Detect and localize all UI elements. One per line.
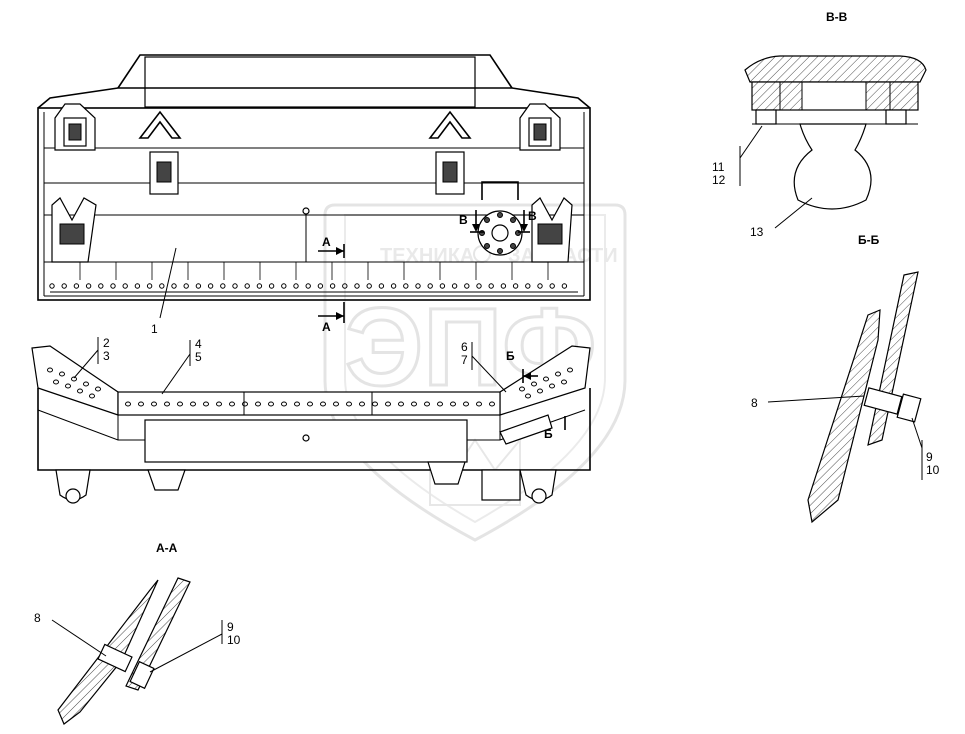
corner-bracket-right: [519, 103, 561, 151]
cutting-edge-bolts: [49, 262, 568, 289]
callout-label-4: 4: [195, 337, 202, 351]
callout-2-3: 2 3: [73, 336, 110, 379]
callout-label-9-aa: 9: [227, 620, 234, 634]
section-mark-b-lower: Б: [544, 427, 553, 441]
section-bbb: Б-Б 8 9 10: [751, 233, 940, 524]
watermark-brand: ТЕХНИКА: [380, 245, 474, 267]
callout-label-8-aa: 8: [34, 611, 41, 625]
section-title-vv: В-В: [826, 10, 848, 24]
section-mark-a-lower: А: [322, 320, 331, 334]
callout-label-7: 7: [461, 353, 468, 367]
plan-bolt-holes: [47, 367, 573, 407]
callout-label-2: 2: [103, 336, 110, 350]
section-a-upper: А: [318, 235, 345, 258]
callout-1: 1: [151, 247, 177, 336]
corner-bracket-left: [54, 103, 96, 151]
callout-label-13: 13: [750, 225, 764, 239]
section-mark-b-upper: Б: [506, 349, 515, 363]
end-adjuster-left: [51, 197, 97, 263]
blade-plan-view: [31, 345, 591, 504]
section-title-aa: А-А: [156, 541, 178, 555]
callout-6-7: 6 7: [461, 340, 507, 393]
section-mark-v-right: В: [528, 209, 537, 223]
section-a-lower: А: [318, 302, 345, 334]
callout-label-12: 12: [712, 173, 726, 187]
callout-label-3: 3: [103, 349, 110, 363]
callout-label-1: 1: [151, 322, 158, 336]
callout-label-6: 6: [461, 340, 468, 354]
callout-4-5: 4 5: [161, 337, 202, 395]
callout-label-5: 5: [195, 350, 202, 364]
callout-label-10-bb: 10: [926, 463, 940, 477]
section-vv: В-В 11 12 13: [712, 10, 927, 239]
caster-right: [481, 469, 557, 504]
section-v-marks: В В: [459, 209, 537, 233]
skid-mid-right: [427, 461, 466, 485]
callout-label-11: 11: [712, 160, 725, 174]
section-b-marks: Б Б: [506, 349, 566, 441]
callout-label-9-bb: 9: [926, 450, 933, 464]
section-aa: А-А 8 9 10: [34, 541, 241, 725]
skid-mid-left: [147, 469, 186, 491]
hub-assembly: [477, 210, 523, 256]
blade-front-view: [37, 54, 591, 301]
section-mark-v-left: В: [459, 213, 468, 227]
caster-left: [55, 469, 91, 504]
end-adjuster-right: [531, 197, 573, 263]
section-mark-a-upper: А: [322, 235, 331, 249]
callout-label-10-aa: 10: [227, 633, 241, 647]
callout-label-8-bb: 8: [751, 396, 758, 410]
section-title-bbb: Б-Б: [858, 233, 880, 247]
